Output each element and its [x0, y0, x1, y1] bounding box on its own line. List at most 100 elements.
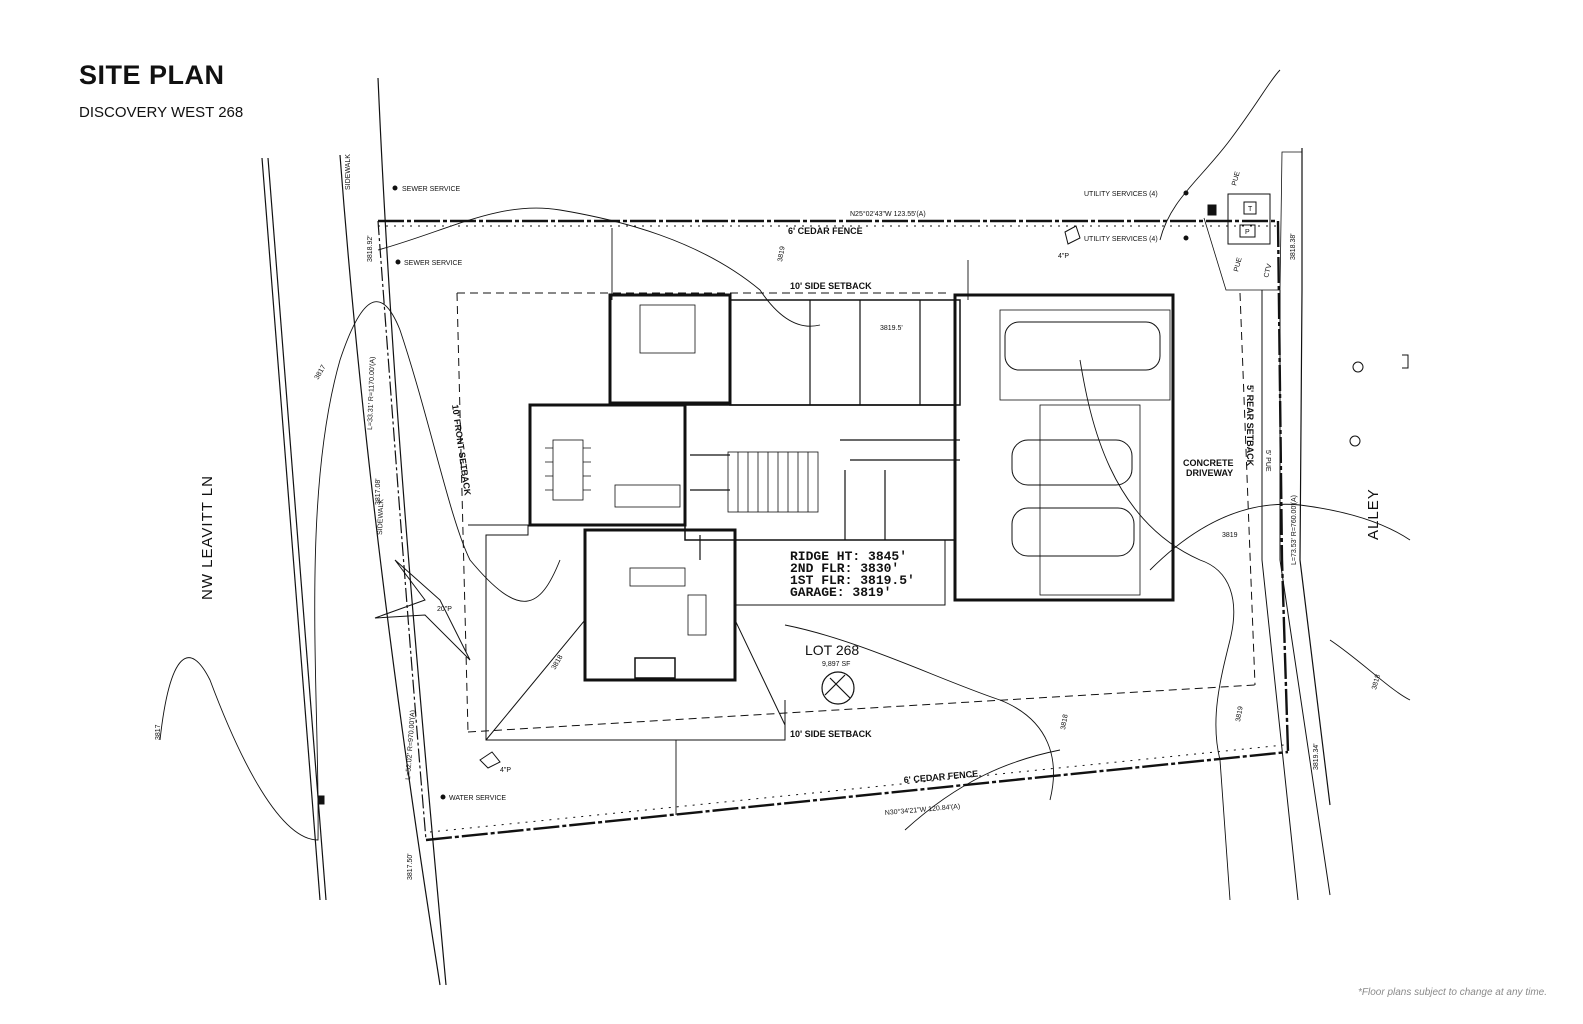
- tree-label: 4"P: [1058, 253, 1069, 260]
- contour-line: [1149, 503, 1411, 571]
- sidewalk-edge-line: [377, 77, 447, 986]
- spot-elevation-label: 3817.50': [407, 853, 414, 880]
- manhole: [1352, 361, 1364, 373]
- contour-line: [611, 228, 969, 815]
- road-edge-line: [261, 157, 321, 901]
- contour-label: 3818: [1060, 714, 1070, 731]
- contour-line: [1159, 69, 1281, 241]
- second-floor-elevation: 2ND FLR: 3830': [790, 561, 899, 576]
- living-sofa: [687, 594, 707, 636]
- manhole: [1349, 435, 1361, 447]
- tree-small: [479, 751, 501, 769]
- pue-box: [1239, 224, 1256, 238]
- pue-label-3: 5' PUE: [1264, 450, 1271, 472]
- page-subtitle: DISCOVERY WEST 268: [79, 104, 244, 121]
- road-edge-line: [267, 157, 327, 901]
- car-middle: [1011, 439, 1133, 486]
- sewer-marker: [395, 259, 401, 265]
- lot-name-label: LOT 268: [805, 642, 859, 658]
- car-bottom: [1011, 507, 1135, 557]
- sidewalk-label-1: SIDEWALK: [345, 154, 352, 190]
- contour-label: 3818: [1371, 674, 1382, 691]
- contour-line: [904, 749, 1061, 831]
- sidewalk-label-2: SIDEWALK: [377, 499, 385, 535]
- driveway-label-1: CONCRETE: [1183, 458, 1234, 468]
- fence-label-top: 6' CEDAR FENCE: [788, 226, 863, 236]
- fence-line-bottom: [429, 744, 1285, 833]
- north-arrow: [821, 671, 855, 705]
- setback-label-rear: 5' REAR SETBACK: [1245, 385, 1255, 467]
- bearing-label-front-1: L=33.31' R=1170.00'(A): [367, 356, 377, 430]
- dining-table: [545, 439, 591, 501]
- disclaimer-footnote: *Floor plans subject to change at any ti…: [1358, 987, 1547, 998]
- water-marker: [440, 794, 446, 800]
- utility-label-2: UTILITY SERVICES (4): [1084, 236, 1158, 243]
- bearing-label-rear: L=73.53' R=760.00'(A): [1291, 495, 1298, 565]
- first-floor-elevation: 1ST FLR: 3819.5': [790, 573, 915, 588]
- roof-outline: [468, 524, 786, 741]
- garage-interior: [999, 309, 1171, 401]
- setback-label-top: 10' SIDE SETBACK: [790, 281, 872, 291]
- pue-label-1: PUE: [1231, 170, 1242, 186]
- interior-wall: [690, 300, 960, 560]
- tree-label: 4"P: [500, 767, 511, 774]
- master-bed: [639, 304, 696, 354]
- utility-marker: [1183, 190, 1189, 196]
- contour-label: 3819: [777, 246, 787, 263]
- fireplace: [634, 657, 676, 679]
- bearing-label-top: N25°02'43"W 123.55'(A): [850, 210, 926, 218]
- property-line-bottom: [425, 750, 1289, 842]
- car-top: [1004, 321, 1161, 371]
- page-title: SITE PLAN: [79, 60, 225, 90]
- street-label-rear: ALLEY: [1365, 488, 1382, 540]
- spot-elevation-label: 3819.5': [880, 325, 903, 332]
- living-sofa: [629, 567, 686, 587]
- roof-outline: [485, 530, 786, 741]
- contour-line: [377, 207, 821, 327]
- pue-box-label: P: [1245, 229, 1250, 236]
- street-label-front: NW LEAVITT LN: [199, 475, 216, 600]
- meter-box: [317, 795, 325, 805]
- fence-label-bottom: 6' CEDAR FENCE: [903, 769, 978, 785]
- sewer-label-1: SEWER SERVICE: [402, 186, 461, 193]
- water-label: WATER SERVICE: [449, 795, 506, 802]
- spot-elevation-label: 3818.38': [1290, 233, 1297, 260]
- tree-small: [1064, 225, 1081, 245]
- house-master-wing: [608, 293, 732, 405]
- spot-elevation-label: 3817.08': [375, 478, 382, 505]
- tree-large: [374, 559, 471, 661]
- sewer-marker: [392, 185, 398, 191]
- contour-line: [1079, 359, 1235, 901]
- ctv-label: CTV: [1263, 263, 1273, 279]
- setback-label-bottom: 10' SIDE SETBACK: [790, 729, 872, 739]
- alley-edge-line: [1261, 290, 1299, 901]
- setback-line-front: [456, 292, 469, 733]
- contour-label: 3819: [1235, 706, 1245, 723]
- garage-elevation: GARAGE: 3819': [790, 585, 891, 600]
- stair-run: [727, 451, 819, 513]
- spot-elevation-label: 3819.34': [1313, 743, 1320, 770]
- setback-label-front: 10' FRONT SETBACK: [450, 404, 473, 497]
- sidewalk-edge-line: [339, 154, 441, 986]
- lot-area-label: 9,897 SF: [822, 661, 850, 668]
- house-garage: [953, 293, 1175, 602]
- elevation-notes: RIDGE HT: 3845' 2ND FLR: 3830' 1ST FLR: …: [790, 549, 915, 600]
- contour-label: 3817: [314, 364, 328, 381]
- sewer-label-2: SEWER SERVICE: [404, 260, 463, 267]
- property-line-rear: [1276, 220, 1290, 753]
- house-core: [684, 404, 956, 541]
- contour-line: [159, 301, 561, 841]
- house-bath-wing: [729, 299, 961, 406]
- tree-label: 20"P: [437, 606, 452, 613]
- garage-interior: [1039, 404, 1141, 596]
- property-line-front: [377, 220, 427, 841]
- contour-line: [1329, 639, 1411, 701]
- utility-marker: [1183, 235, 1189, 241]
- alley-marker: [1402, 354, 1409, 369]
- pue-label-2: PUE: [1233, 256, 1244, 272]
- contour-line: [784, 624, 1054, 801]
- contour-label: 3817: [155, 724, 162, 740]
- utility-box: [1207, 204, 1217, 216]
- alley-edge-line: [1299, 148, 1331, 806]
